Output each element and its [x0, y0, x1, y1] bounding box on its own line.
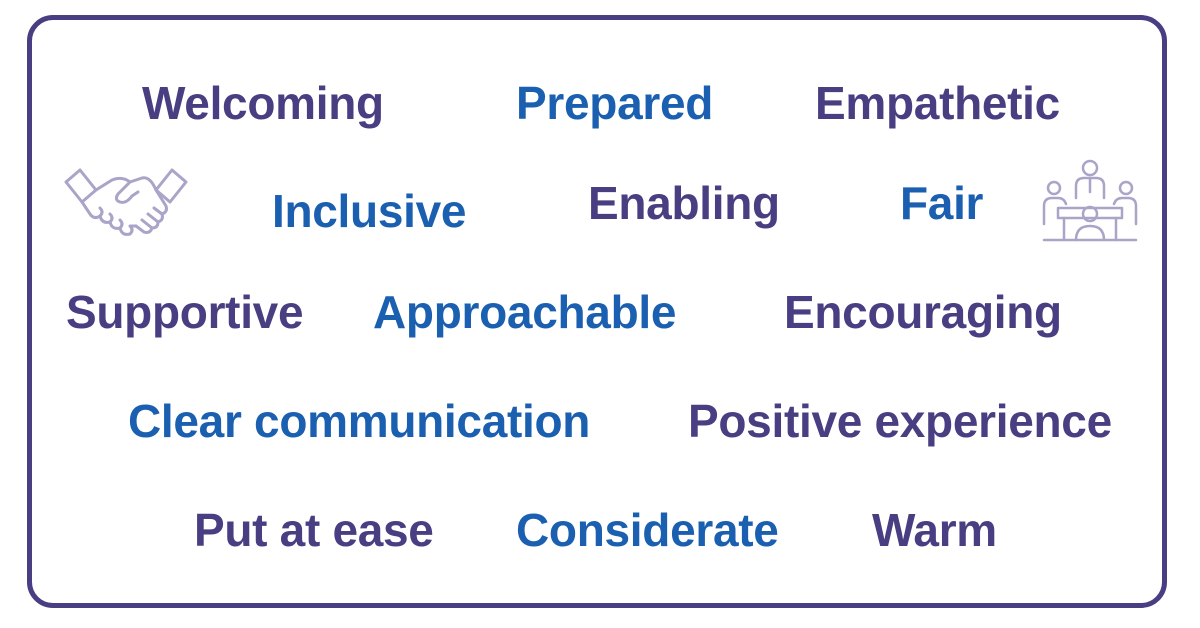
- word-supportive: Supportive: [66, 286, 304, 338]
- word-enabling: Enabling: [588, 177, 780, 229]
- handshake-icon: [62, 164, 190, 253]
- word-inclusive: Inclusive: [272, 185, 467, 237]
- word-empathetic: Empathetic: [815, 77, 1060, 129]
- word-cloud-frame: [27, 15, 1167, 608]
- word-clear-communication: Clear communication: [128, 395, 591, 447]
- word-approachable: Approachable: [373, 286, 677, 338]
- word-prepared: Prepared: [516, 77, 714, 129]
- word-positive-experience: Positive experience: [688, 395, 1112, 447]
- word-fair: Fair: [900, 177, 984, 229]
- word-put-at-ease: Put at ease: [194, 504, 434, 556]
- word-welcoming: Welcoming: [142, 77, 384, 129]
- meeting-icon: [1040, 158, 1140, 247]
- word-considerate: Considerate: [516, 504, 779, 556]
- word-encouraging: Encouraging: [784, 286, 1062, 338]
- word-warm: Warm: [872, 504, 997, 556]
